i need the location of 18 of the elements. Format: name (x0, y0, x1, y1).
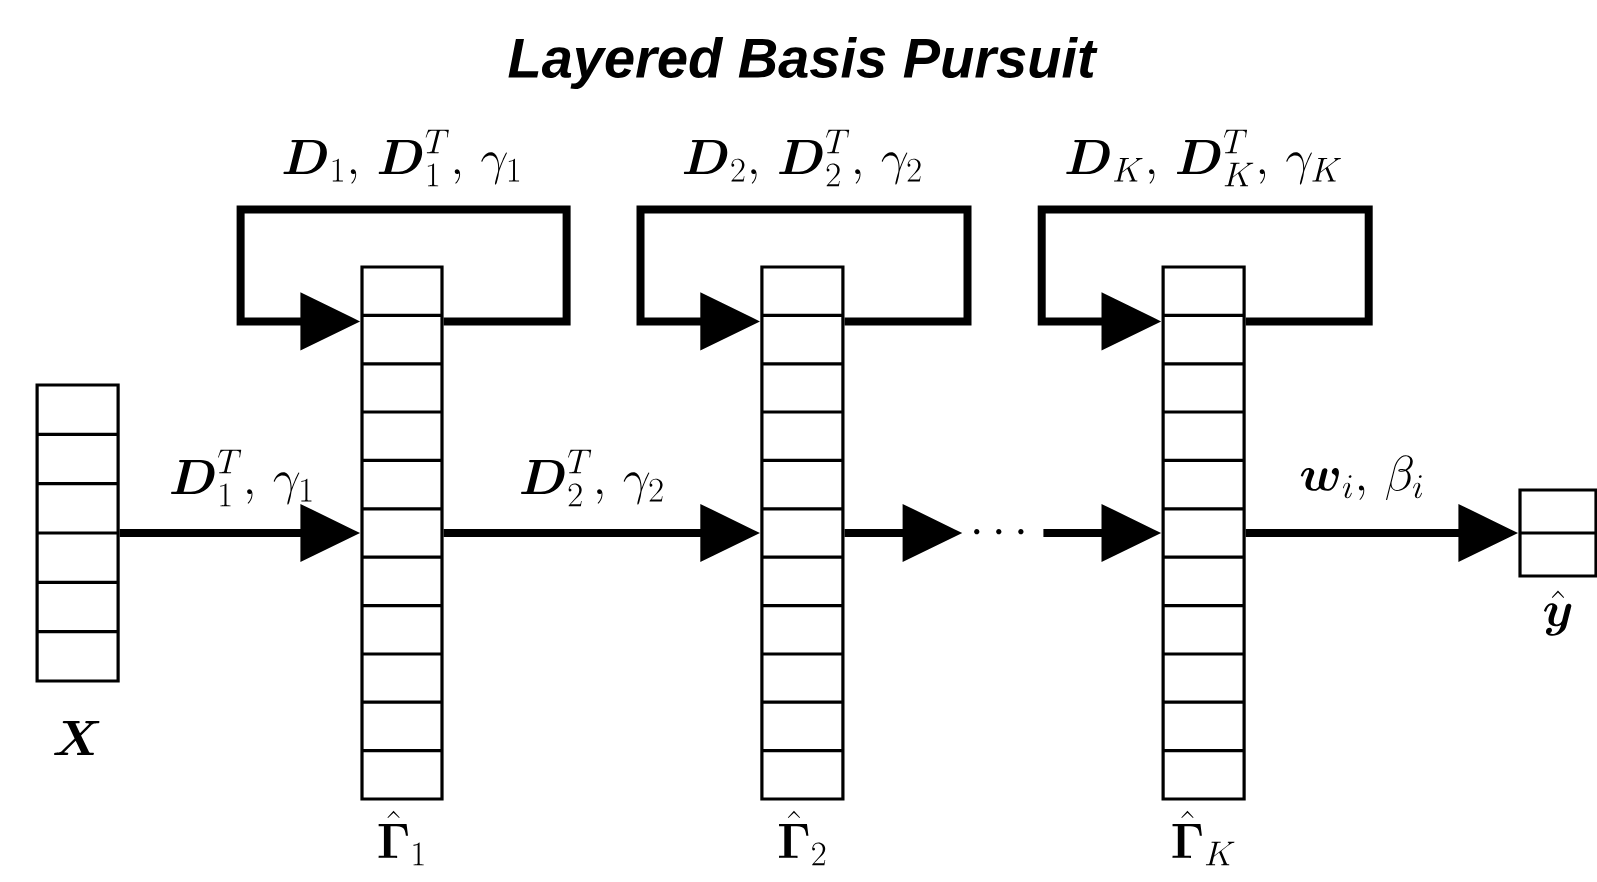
vector-label: $\hat{\boldsymbol{\Gamma}}_2$ (779, 810, 826, 866)
edge-label: $\boldsymbol{D}_2,\, \boldsymbol{D}_2^T,\, \gamma_2$ (683, 129, 921, 187)
edge-label: $\boldsymbol{D}_1^T,\, \gamma_1$ (171, 449, 312, 507)
vector-box (360, 265, 444, 801)
vector-box (35, 383, 120, 683)
vector-box (760, 265, 845, 801)
vector-box (1518, 488, 1597, 578)
vector-box (1161, 265, 1246, 801)
edge-label: $\boldsymbol{D}_1,\, \boldsymbol{D}_1^T,\, \gamma_1$ (283, 129, 520, 187)
edge-label: $\boldsymbol{D}_K,\, \boldsymbol{D}_K^T,\, \gamma_K$ (1066, 129, 1341, 187)
vector-label: $\boldsymbol{X}$ (54, 720, 100, 756)
ellipsis: $\cdots$ (974, 528, 1024, 535)
title: Layered Basis Pursuit (508, 36, 1098, 90)
vector-label: $\hat{\boldsymbol{y}}$ (1544, 590, 1572, 636)
vector-label: $\hat{\boldsymbol{\Gamma}}_K$ (1172, 810, 1235, 866)
vector-label: $\hat{\boldsymbol{\Gamma}}_1$ (378, 810, 424, 866)
edge-label: $\boldsymbol{D}_2^T,\, \gamma_2$ (521, 449, 663, 507)
edge-label: $\boldsymbol{w}_i,\, \beta_i$ (1300, 455, 1422, 501)
